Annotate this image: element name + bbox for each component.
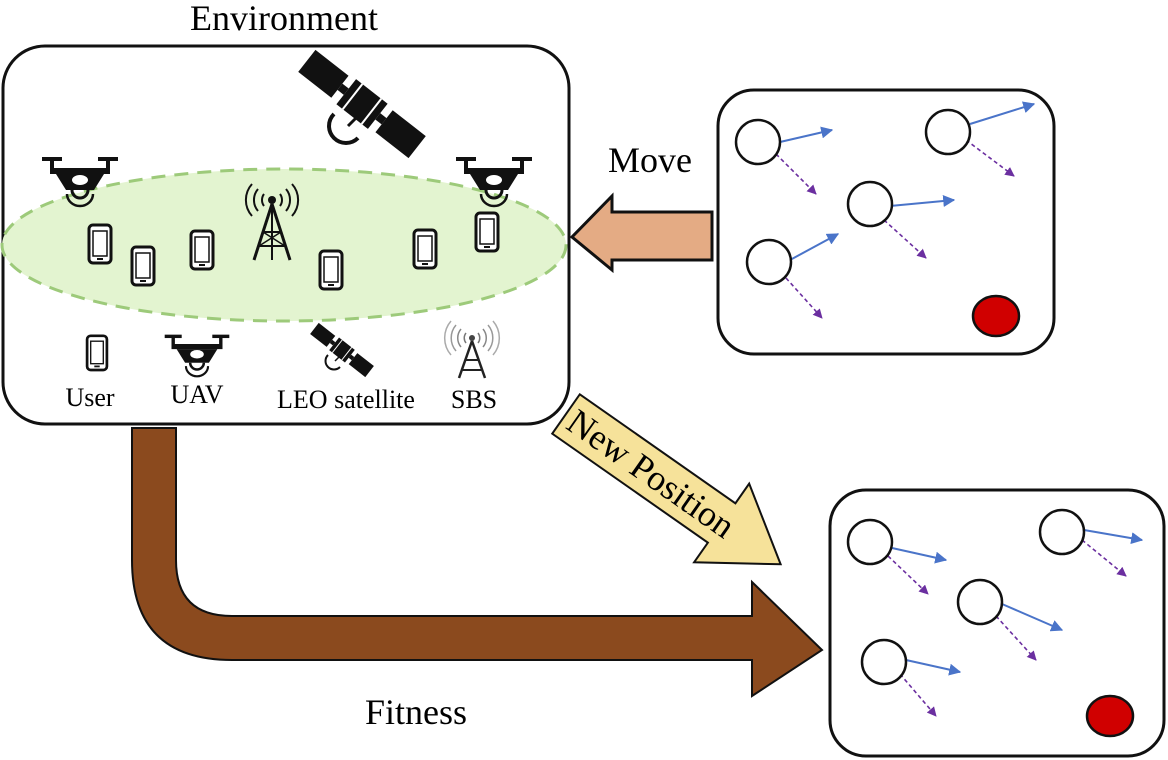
new-position-arrow: New Position bbox=[550, 392, 783, 566]
phone-icon bbox=[87, 223, 113, 265]
fitness-arrow bbox=[131, 427, 824, 698]
legend-satellite-label: LEO satellite bbox=[277, 385, 415, 414]
particle-icon bbox=[846, 180, 956, 259]
new-position-label: New Position bbox=[560, 401, 743, 546]
particle-icon bbox=[745, 233, 840, 319]
move-arrow bbox=[569, 192, 714, 274]
swarm-particles-new bbox=[846, 508, 1144, 738]
legend-user-label: User bbox=[65, 383, 114, 412]
target-icon bbox=[971, 294, 1021, 338]
particle-icon bbox=[924, 101, 1036, 177]
fitness-label: Fitness bbox=[365, 692, 467, 732]
environment-title: Environment bbox=[190, 0, 378, 38]
phone-icon bbox=[130, 245, 156, 287]
phone-icon bbox=[189, 229, 215, 271]
phone-icon bbox=[474, 211, 500, 253]
target-icon bbox=[1085, 694, 1135, 738]
phone-icon bbox=[412, 228, 438, 270]
legend-sbs-label: SBS bbox=[451, 385, 497, 414]
swarm-panel-new bbox=[828, 488, 1166, 758]
particle-icon bbox=[734, 118, 834, 195]
legend-user-icon bbox=[85, 334, 109, 372]
particle-icon bbox=[860, 638, 962, 717]
particle-icon bbox=[956, 578, 1064, 661]
swarm-particles-current bbox=[734, 101, 1036, 338]
particle-icon bbox=[1038, 508, 1144, 577]
move-label: Move bbox=[608, 140, 692, 180]
particle-icon bbox=[846, 518, 948, 595]
legend-uav-label: UAV bbox=[171, 380, 224, 409]
phone-icon bbox=[318, 249, 344, 291]
